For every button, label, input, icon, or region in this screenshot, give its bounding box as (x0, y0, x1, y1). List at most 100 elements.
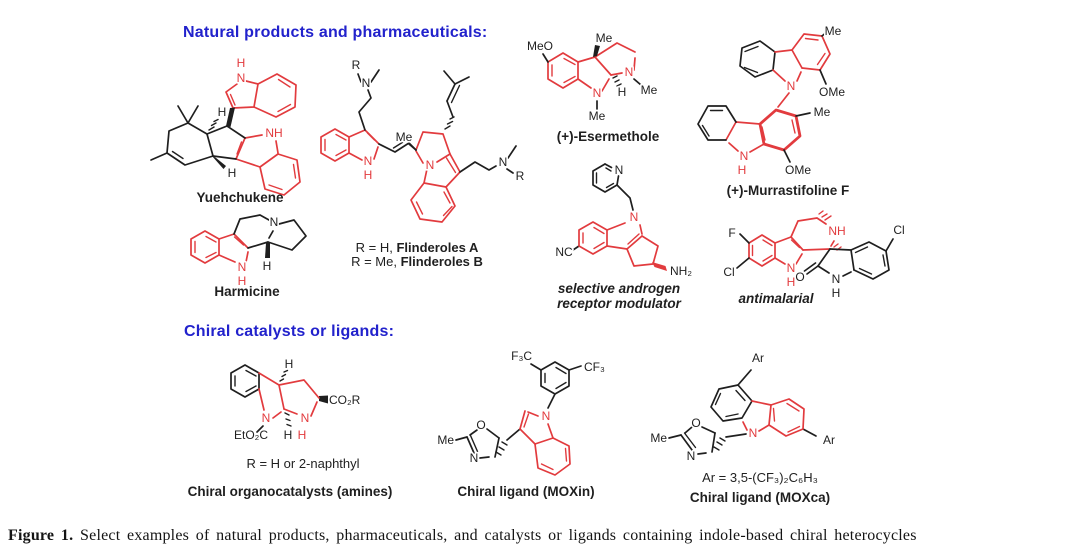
moxin-bonds-black (455, 361, 582, 459)
moxca-structure: Ar Ar O Me N N (649, 349, 837, 464)
yuehchukene-h2: H (228, 166, 237, 180)
sarm-bonds-red (578, 221, 667, 271)
organocatalyst-bonds-black (230, 364, 328, 433)
harmicine-label: Harmicine (214, 284, 280, 299)
organocatalyst-h-nh: H (298, 428, 307, 442)
organocatalyst-eto2c: EtO₂C (234, 428, 268, 442)
antimalarial-n-amide: N (832, 272, 841, 286)
murrastifoline-label: (+)-Murrastifoline F (726, 183, 850, 198)
moxin-label: Chiral ligand (MOXin) (457, 484, 595, 499)
yuehchukene-bonds-red (225, 73, 301, 196)
esermethole-me-top: Me (596, 31, 613, 45)
antimalarial-nh: NH (828, 224, 845, 238)
organocatalyst-h-mid: H (284, 428, 293, 442)
flinderoles-h-indole: H (364, 168, 373, 182)
murrastifoline-me-top: Me (825, 26, 842, 38)
esermethole-structure: MeO Me N Me H N Me (525, 30, 659, 125)
moxca-label: Chiral ligand (MOXca) (689, 490, 831, 505)
sarm-structure: N N NC NH₂ (554, 161, 694, 279)
esermethole-me-nleft: Me (589, 109, 606, 123)
harmicine-h: H (263, 259, 272, 273)
moxca-ar-right: Ar (823, 433, 835, 447)
organocatalyst-r-note: R = H or 2-naphthyl (246, 456, 360, 471)
moxca-ar-top: Ar (752, 351, 764, 365)
yuehchukene-nh-h: H (237, 56, 246, 70)
flinderoles-r-top: R (352, 58, 361, 72)
organocatalyst-n-right: N (301, 411, 310, 425)
flinderoles-caption-b-name: Flinderoles B (400, 254, 483, 269)
murrastifoline-n-bottom: N (740, 149, 749, 163)
antimalarial-o: O (795, 270, 804, 284)
harmicine-structure: N H N H (190, 213, 307, 290)
sarm-nc: NC (555, 245, 573, 259)
yuehchukene-structure: H N H H NH (150, 54, 301, 196)
organocatalyst-structure: H CO₂R N N EtO₂C H H (230, 355, 362, 444)
esermethole-me-nright: Me (641, 83, 658, 97)
figure-caption: Figure 1. Select examples of natural pro… (8, 527, 1074, 545)
sarm-label-line2: receptor modulator (557, 296, 681, 311)
murrastifoline-ome-bottom: OMe (785, 163, 811, 177)
flinderoles-me: Me (396, 130, 413, 144)
sarm-n-pyridine: N (615, 163, 624, 177)
antimalarial-h-amide: H (832, 286, 841, 300)
flinderoles-n-indole: N (364, 154, 373, 168)
antimalarial-n-indole: N (787, 261, 796, 275)
antimalarial-h-indole: H (787, 275, 796, 289)
moxin-n-indole: N (542, 409, 551, 423)
sarm-n-indole: N (630, 210, 639, 224)
harmicine-bonds-red (190, 230, 249, 264)
sarm-bonds-black (572, 163, 634, 251)
moxin-structure: F₃C CF₃ O Me N N (436, 347, 607, 476)
flinderoles-bonds-red (320, 128, 461, 223)
moxin-o: O (476, 418, 485, 432)
heading-natural-products: Natural products and pharmaceuticals: (183, 24, 488, 41)
esermethole-n-left: N (593, 86, 602, 100)
moxca-n-carbazole: N (749, 426, 758, 440)
esermethole-label: (+)-Esermethole (556, 129, 660, 144)
flinderoles-bonds-black (357, 69, 517, 174)
flinderoles-caption-a-name: Flinderoles A (396, 240, 479, 255)
organocatalyst-label: Chiral organocatalysts (amines) (187, 484, 393, 499)
moxca-bonds-red (742, 398, 805, 437)
flinderoles-n-right: N (499, 155, 508, 169)
antimalarial-structure: F Cl N H NH O N H Cl (722, 210, 906, 302)
organocatalyst-co2r: CO₂R (329, 393, 361, 407)
moxca-o: O (691, 416, 700, 430)
yuehchukene-h1: H (218, 105, 227, 119)
esermethole-n-right: N (625, 65, 634, 79)
murrastifoline-top-carbazole (739, 30, 831, 108)
antimalarial-f: F (728, 226, 735, 240)
antimalarial-label: antimalarial (738, 291, 814, 306)
yuehchukene-label: Yuehchukene (196, 190, 284, 205)
murrastifoline-bottom-carbazole (697, 105, 811, 163)
moxca-n-ox: N (687, 449, 696, 463)
sarm-label-line1: selective androgen (557, 281, 681, 296)
flinderoles-n-top: N (362, 76, 371, 90)
organocatalyst-bonds-red (258, 372, 320, 419)
esermethole-h: H (618, 85, 627, 99)
harmicine-n: N (238, 260, 247, 274)
yuehchukene-bonds-black (150, 105, 246, 169)
flinderoles-n-ring: N (426, 158, 435, 172)
flinderoles-caption-a: R = H, Flinderoles A (337, 240, 497, 255)
esermethole-bonds-black (542, 45, 642, 110)
moxca-ar-note: Ar = 3,5-(CF₃)₂C₆H₃ (702, 470, 818, 485)
antimalarial-bonds-red (748, 210, 842, 267)
harmicine-bonds-black (233, 214, 307, 258)
moxin-f3c: F₃C (511, 349, 532, 363)
harmicine-nh-h: H (238, 274, 247, 288)
harmicine-n-amine: N (270, 215, 279, 229)
murrastifoline-ome-top: OMe (819, 85, 845, 99)
sarm-nh2: NH₂ (670, 264, 692, 278)
moxca-me: Me (650, 431, 667, 445)
murrastifoline-me-mid: Me (814, 105, 831, 119)
moxca-bonds-black (668, 369, 817, 455)
figure-caption-text: Select examples of natural products, pha… (73, 527, 917, 544)
flinderoles-r-right: R (516, 169, 525, 183)
heading-chiral-catalysts: Chiral catalysts or ligands: (184, 323, 395, 340)
moxin-cf3: CF₃ (584, 360, 605, 374)
figure-caption-number: Figure 1. (8, 527, 74, 544)
moxin-bonds-red (519, 410, 571, 476)
yuehchukene-nh: NH (265, 126, 282, 140)
